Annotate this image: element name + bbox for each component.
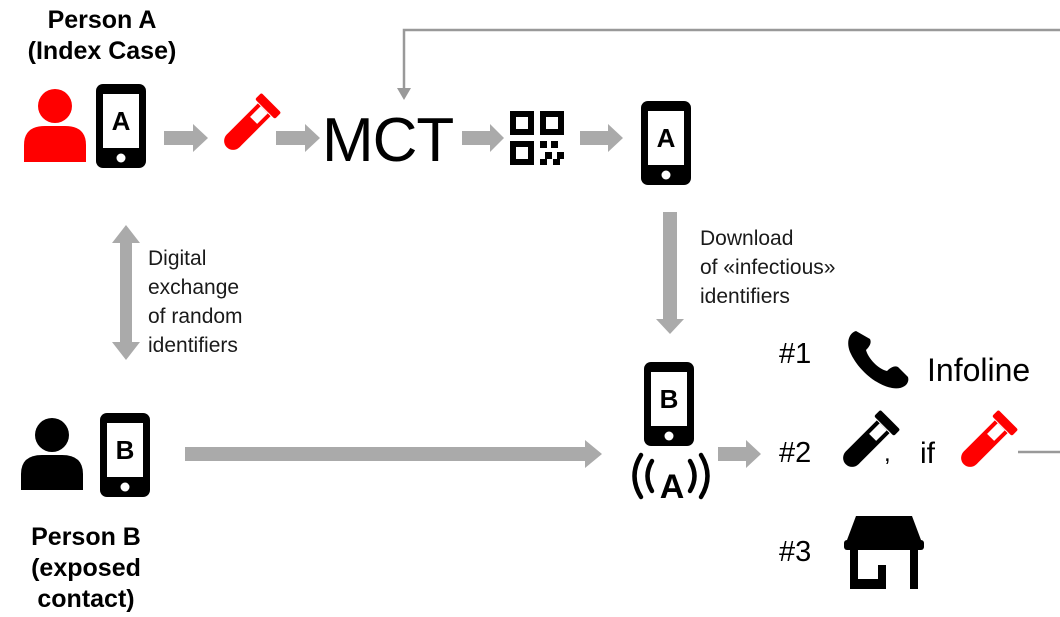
test-tube-icon — [835, 409, 901, 475]
phone-call-icon — [848, 331, 909, 389]
person-b-line2: (exposed — [31, 554, 141, 582]
option-2-comma: , — [884, 440, 891, 467]
exchange-note: Digital exchange of random identifiers — [148, 244, 243, 360]
arrow-phone-to-test — [164, 124, 208, 152]
download-note-line: Download — [700, 227, 794, 250]
exchange-note-line: Digital — [148, 247, 207, 270]
signal-icon — [632, 452, 710, 500]
signal-letter: A — [659, 468, 685, 506]
phone-letter-b: B — [660, 384, 679, 414]
exchange-note-line: exchange — [148, 276, 240, 299]
person-black-icon — [21, 418, 83, 490]
person-a-title: Person A — [47, 6, 157, 34]
person-a-label: Person A (Index Case) — [0, 5, 204, 67]
mct-label: MCT — [322, 106, 454, 175]
exchange-note-line: of random — [148, 305, 243, 328]
option-3-number: #3 — [779, 536, 812, 568]
person-b-title: Person B — [31, 523, 141, 551]
arrow-qr-to-phone — [580, 124, 623, 152]
feedback-arrowhead — [397, 88, 411, 100]
phone-letter-a: A — [112, 106, 131, 136]
test-tube-icon — [953, 409, 1019, 475]
person-b-label: Person B (exposed contact) — [0, 522, 172, 615]
person-a-subtitle: (Index Case) — [27, 37, 177, 65]
download-note-line: identifiers — [700, 285, 790, 308]
arrow-b-to-app — [185, 440, 602, 468]
arrow-to-options — [718, 440, 761, 468]
option-1-number: #1 — [779, 338, 812, 370]
arrow-test-to-mct — [276, 124, 320, 152]
test-tube-icon — [216, 92, 282, 158]
person-b-line3: contact) — [37, 585, 135, 613]
feedback-line — [402, 28, 1060, 90]
option-2-if: if — [920, 437, 935, 470]
phone-letter-a: A — [657, 123, 676, 153]
option-2-number: #2 — [779, 437, 812, 469]
phone-letter-b: B — [116, 435, 135, 465]
qr-code-icon — [510, 111, 564, 165]
arrow-download — [656, 212, 684, 334]
person-red-icon — [24, 89, 86, 162]
download-note: Download of «infectious» identifiers — [700, 224, 835, 311]
option-1-label: Infoline — [927, 352, 1031, 388]
download-note-line: of «infectious» — [700, 256, 836, 279]
exchange-note-line: identifiers — [148, 334, 238, 357]
arrow-mct-to-qr — [462, 124, 504, 152]
store-icon — [844, 516, 924, 589]
arrow-exchange — [112, 225, 140, 360]
